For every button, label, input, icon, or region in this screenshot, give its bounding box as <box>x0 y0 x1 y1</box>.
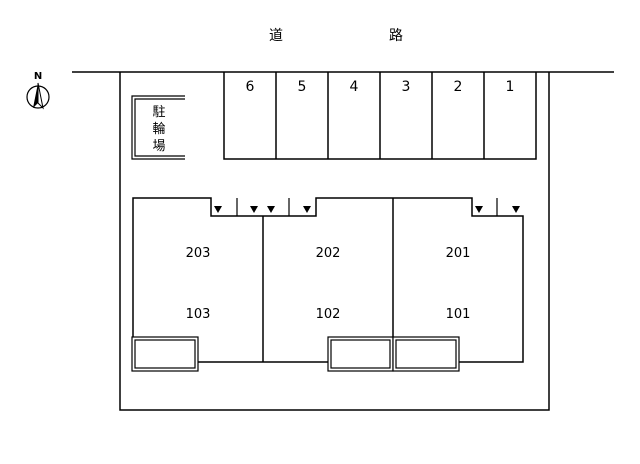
unit-label-upper: 201 <box>446 246 471 261</box>
bicycle-parking: 駐 輪 場 <box>131 95 185 160</box>
parking-space-label: 4 <box>350 79 359 95</box>
building: 203 103 202 102 201 101 <box>132 197 524 363</box>
north-arrow-icon: N <box>26 71 50 110</box>
parking-space-label: 5 <box>298 79 307 95</box>
storage-box <box>327 336 394 372</box>
entrance-arrow-icon <box>512 206 520 213</box>
entrance-arrow-icon <box>303 206 311 213</box>
unit-label-lower: 102 <box>316 307 341 322</box>
bicycle-parking-label-2: 輪 <box>152 121 165 137</box>
parking-space-label: 6 <box>246 79 255 95</box>
unit-label-lower: 103 <box>186 307 211 322</box>
unit-label-lower: 101 <box>446 307 471 322</box>
parking-space-label: 1 <box>506 79 515 95</box>
unit-label-upper: 202 <box>316 246 341 261</box>
road-label-2: 路 <box>389 28 403 44</box>
parking-space-label: 2 <box>454 79 463 95</box>
compass-label: N <box>34 71 42 82</box>
entrance-arrow-icon <box>250 206 258 213</box>
entrance-arrow-icon <box>267 206 275 213</box>
entrance-arrow-icon <box>214 206 222 213</box>
storage-box <box>392 336 460 372</box>
unit-label-upper: 203 <box>186 246 211 261</box>
parking-space-label: 3 <box>402 79 411 95</box>
road-label-1: 道 <box>269 28 283 44</box>
bicycle-parking-label-1: 駐 <box>152 105 165 120</box>
site-boundary <box>119 72 550 411</box>
storage-box <box>131 336 199 372</box>
entrance-arrow-icon <box>475 206 483 213</box>
parking-area: 6 5 4 3 2 1 <box>223 72 537 160</box>
bicycle-parking-label-3: 場 <box>152 139 165 154</box>
